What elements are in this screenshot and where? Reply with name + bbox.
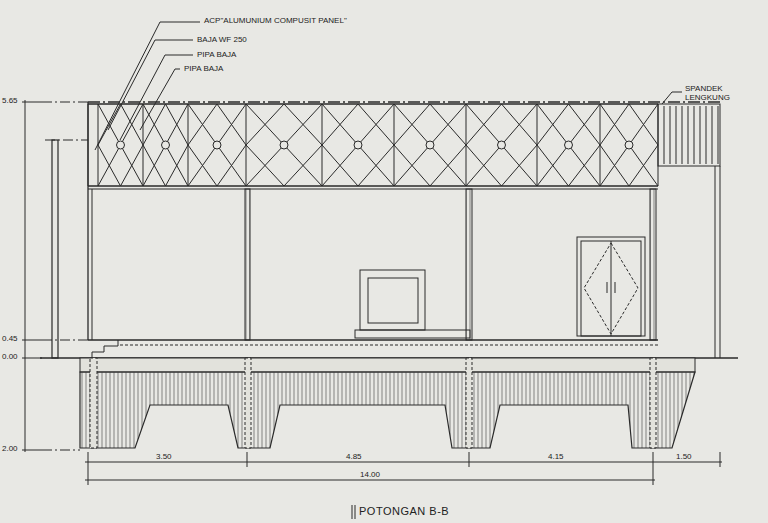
truss-diagonal bbox=[600, 104, 658, 186]
truss-diagonal bbox=[98, 104, 121, 145]
truss-diagonal bbox=[466, 104, 537, 186]
truss-diagonal bbox=[466, 104, 502, 145]
level-value: 0.00 bbox=[2, 352, 18, 361]
dimension-value: 4.85 bbox=[346, 452, 362, 461]
truss-diagonal bbox=[430, 104, 466, 145]
pipe-node bbox=[625, 141, 633, 149]
truss-diagonal bbox=[430, 145, 466, 186]
truss-diagonal bbox=[166, 104, 189, 145]
spandek-sheet bbox=[664, 106, 718, 164]
pipe-node bbox=[117, 141, 125, 149]
spandek-rib bbox=[706, 106, 707, 164]
truss-diagonal bbox=[284, 104, 322, 145]
truss-diagonal bbox=[537, 104, 569, 145]
truss-diagonal bbox=[600, 104, 658, 186]
dimension-value: 3.50 bbox=[156, 452, 172, 461]
truss-diagonal bbox=[188, 104, 217, 145]
truss-diagonal bbox=[600, 145, 629, 186]
pipe-node bbox=[213, 141, 221, 149]
truss-diagonal bbox=[569, 145, 601, 186]
roof-truss bbox=[88, 104, 658, 186]
truss-diagonal bbox=[217, 104, 246, 145]
truss-diagonal bbox=[188, 104, 246, 186]
spandek-rib bbox=[688, 106, 689, 164]
callout-text: PIPA BAJA bbox=[184, 64, 223, 73]
truss-diagonal bbox=[629, 104, 658, 145]
truss-diagonal bbox=[143, 145, 166, 186]
truss-diagonal bbox=[322, 104, 394, 186]
dimension-value: 4.15 bbox=[548, 452, 564, 461]
spandek-rib bbox=[682, 106, 683, 164]
level-value: 5.65 bbox=[2, 96, 18, 105]
truss-diagonal bbox=[246, 104, 322, 186]
truss-diagonal bbox=[246, 104, 284, 145]
truss-diagonal bbox=[166, 145, 189, 186]
dimension-value: 14.00 bbox=[360, 470, 380, 479]
truss-diagonal bbox=[98, 145, 121, 186]
truss-diagonal bbox=[322, 104, 358, 145]
spandek-rib bbox=[670, 106, 671, 164]
spandek-rib bbox=[694, 106, 695, 164]
truss-diagonal bbox=[358, 104, 394, 145]
truss-diagonal bbox=[143, 104, 166, 145]
callout-text: ACP"ALUMUNIUM COMPUSIT PANEL" bbox=[204, 16, 347, 25]
pipe-node bbox=[498, 141, 506, 149]
truss-diagonal bbox=[466, 104, 537, 186]
truss-diagonal bbox=[394, 104, 466, 186]
spandek-rib bbox=[700, 106, 701, 164]
pipe-node bbox=[354, 141, 362, 149]
truss-diagonal bbox=[569, 104, 601, 145]
truss-diagonal bbox=[246, 145, 284, 186]
truss-diagonal bbox=[322, 104, 394, 186]
level-value: 0.45 bbox=[2, 334, 18, 343]
pipe-node bbox=[565, 141, 573, 149]
truss-diagonal bbox=[98, 104, 143, 186]
truss-diagonal bbox=[322, 145, 358, 186]
truss-diagonal bbox=[358, 145, 394, 186]
truss-diagonal bbox=[188, 104, 246, 186]
pipe-node bbox=[426, 141, 434, 149]
pipe-node bbox=[162, 141, 170, 149]
truss-diagonal bbox=[537, 145, 569, 186]
spandek-rib bbox=[718, 106, 719, 164]
callout-text: PIPA BAJA bbox=[197, 50, 236, 59]
spandek-rib bbox=[664, 106, 665, 164]
truss-diagonal bbox=[143, 104, 188, 186]
truss-diagonal bbox=[502, 104, 538, 145]
spandek-rib bbox=[676, 106, 677, 164]
callout-text: BAJA WF 250 bbox=[197, 35, 247, 44]
truss-diagonal bbox=[629, 145, 658, 186]
pencil-lines bbox=[22, 22, 738, 519]
truss-diagonal bbox=[121, 145, 144, 186]
truss-diagonal bbox=[143, 104, 188, 186]
pipe-node bbox=[280, 141, 288, 149]
truss-diagonal bbox=[246, 104, 322, 186]
truss-diagonal bbox=[188, 145, 217, 186]
callout-text: SPANDEK LENGKUNG bbox=[685, 84, 733, 102]
truss-diagonal bbox=[217, 145, 246, 186]
truss-diagonal bbox=[502, 145, 538, 186]
truss-diagonal bbox=[537, 104, 600, 186]
spandek-rib bbox=[712, 106, 713, 164]
truss-diagonal bbox=[394, 145, 430, 186]
truss-diagonal bbox=[284, 145, 322, 186]
truss-diagonal bbox=[121, 104, 144, 145]
level-value: 2.00 bbox=[2, 444, 18, 453]
truss-diagonal bbox=[394, 104, 466, 186]
truss-diagonal bbox=[394, 104, 430, 145]
truss-diagonal bbox=[537, 104, 600, 186]
dimension-value: 1.50 bbox=[676, 452, 692, 461]
section-caption: POTONGAN B-B bbox=[359, 505, 449, 517]
truss-diagonal bbox=[600, 104, 629, 145]
truss-diagonal bbox=[98, 104, 143, 186]
truss-diagonal bbox=[466, 145, 502, 186]
